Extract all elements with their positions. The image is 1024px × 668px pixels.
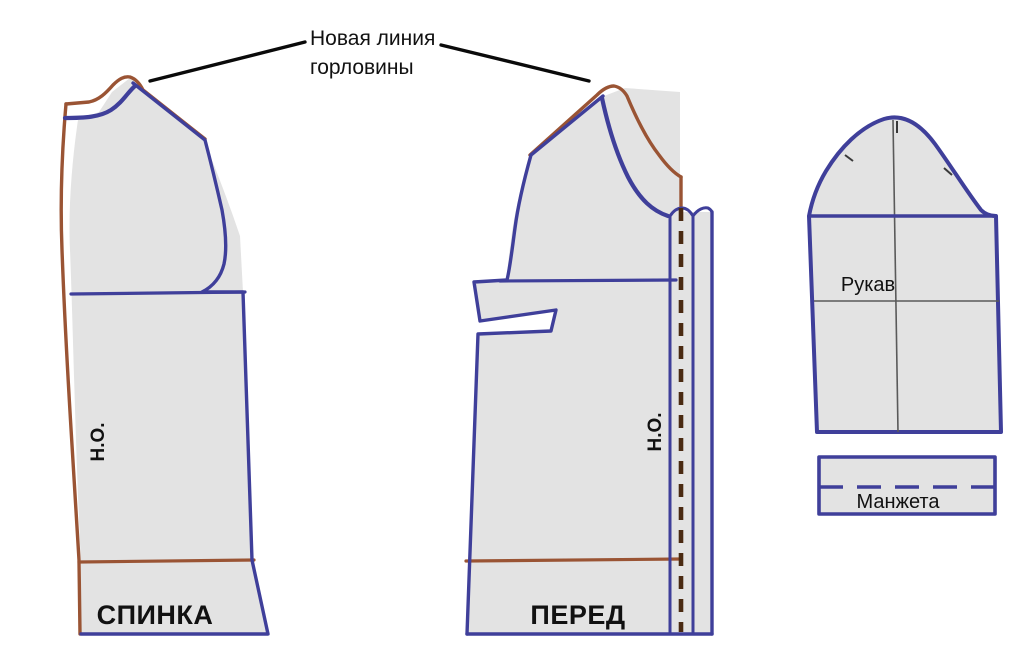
sleeve-center-grainline (892, 119, 899, 433)
back-body-fill (69, 78, 269, 634)
front-body-fill (467, 88, 712, 634)
front-new-neckline (599, 95, 671, 219)
sleeve-piece-label: Рукав (841, 274, 895, 296)
leader-line-left-icon (148, 40, 307, 83)
front-original-neckline (528, 84, 683, 179)
sleeve-outline (807, 115, 1003, 434)
back-waist-line (69, 290, 247, 296)
cuff-piece-label: Манжета (857, 491, 941, 513)
front-placket-top-curve-2 (691, 206, 714, 217)
back-grainline-label: Н.О. (88, 422, 109, 461)
pattern-piece-sleeve[interactable]: Рукав (807, 115, 1003, 434)
back-piece-label: СПИНКА (97, 600, 214, 630)
back-new-neckline (62, 83, 138, 121)
sleeve-notch-back-icon (844, 154, 854, 162)
back-original-hemline (77, 558, 256, 564)
leader-line-right-icon (439, 43, 591, 83)
pattern-piece-cuff[interactable]: Манжета (817, 455, 997, 516)
front-original-hemline (464, 557, 683, 563)
sleeve-notch-front-icon (943, 167, 953, 176)
back-original-center-back (59, 102, 82, 636)
back-new-outline (79, 81, 270, 636)
annotation-title-line2: горловины (310, 56, 414, 79)
back-original-outline (64, 75, 207, 141)
pattern-piece-back[interactable]: Н.О. СПИНКА (59, 75, 270, 636)
front-waist-line (498, 278, 678, 283)
sleeve-body-fill (809, 117, 1001, 433)
front-grainline-label: Н.О. (645, 412, 666, 451)
front-new-outline (465, 94, 605, 636)
annotation-title-line1: Новая линия (310, 27, 435, 50)
front-piece-label: ПЕРЕД (530, 600, 625, 630)
pattern-piece-front[interactable]: Н.О. ПЕРЕД (464, 84, 714, 636)
